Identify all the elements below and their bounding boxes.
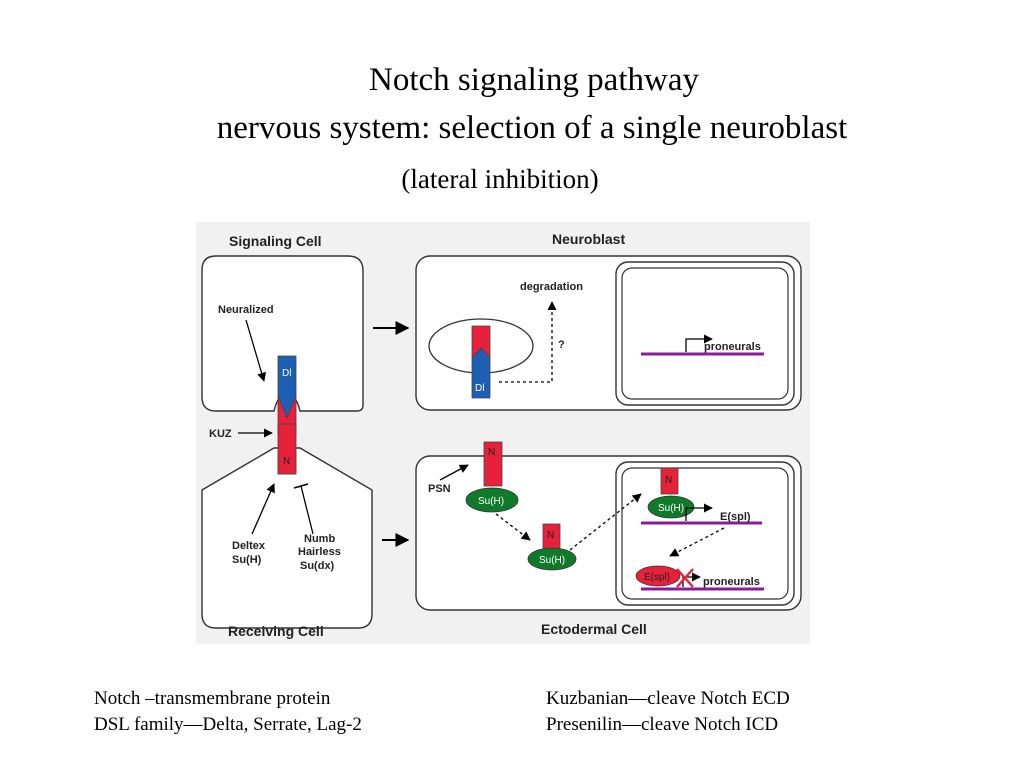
inhibition-bar: [293, 483, 309, 489]
ectodermal-nucleus-outer: [615, 461, 795, 606]
footnotes-left: Notch –transmembrane protein DSL family—…: [94, 686, 362, 738]
label-neuroblast: Neuroblast: [552, 231, 625, 247]
arrow-psn: [439, 464, 469, 481]
arrow-neuralized: [245, 319, 267, 382]
arrow-nicd-release: [495, 513, 531, 541]
label-suh-3: Su(H): [658, 503, 684, 514]
receiving-cell-shape: [201, 447, 373, 629]
label-neuralized: Neuralized: [218, 304, 274, 316]
title-line-3: (lateral inhibition): [401, 164, 599, 194]
suh-complex-3: [647, 495, 695, 519]
label-signaling-cell: Signaling Cell: [229, 233, 322, 249]
label-psn: PSN: [428, 483, 451, 495]
label-n: N: [283, 456, 290, 467]
label-sudx: Su(dx): [300, 560, 335, 572]
footnote-presenilin: Presenilin—cleave Notch ICD: [546, 714, 779, 735]
label-suh-1: Su(H): [478, 496, 504, 507]
label-question: ?: [558, 339, 565, 351]
label-ectodermal-cell: Ectodermal Cell: [541, 621, 647, 637]
promoter-arrow-espl: [685, 503, 713, 521]
delta-ligand: [277, 355, 297, 420]
promoter-arrow-active: [685, 334, 713, 352]
suh-complex-2: [527, 547, 577, 571]
label-n-2: N: [547, 530, 554, 541]
label-n-1: N: [488, 447, 495, 458]
title-line-2: nervous system: selection of a single ne…: [216, 110, 848, 146]
inhibition-line: [300, 485, 314, 535]
arrow-deltex: [251, 483, 275, 535]
neuroblast-cell: [415, 255, 802, 411]
label-suh-2: Su(H): [539, 555, 565, 566]
footnote-kuzbanian: Kuzbanian—cleave Notch ECD: [546, 688, 790, 709]
label-espl-protein: E(spl): [644, 572, 670, 583]
label-degradation: degradation: [520, 281, 583, 293]
footnote-notch: Notch –transmembrane protein: [94, 688, 331, 709]
label-dl-neuroblast: Dl: [475, 383, 484, 394]
neuroblast-nucleus-outer: [615, 261, 795, 406]
label-n-3: N: [665, 475, 672, 486]
nicd-nucleus: [660, 467, 679, 495]
label-espl-gene: E(spl): [720, 511, 751, 523]
suh-complex-1: [465, 487, 519, 513]
label-proneurals-repressed: proneurals: [703, 576, 760, 588]
espl-repressor: [635, 565, 681, 587]
ectodermal-nucleus-inner: [621, 467, 789, 600]
label-deltex: Deltex: [232, 540, 266, 552]
notch-pathway-diagram: Signaling Cell Receiving Cell Neuralized…: [196, 222, 810, 644]
label-numb: Numb: [304, 533, 335, 545]
notch-membrane: [483, 441, 503, 487]
label-proneurals-active: proneurals: [704, 341, 761, 353]
delta-endocytosed: [471, 347, 491, 399]
arrow-espl-repression: [669, 527, 725, 557]
notch-body: [277, 423, 297, 475]
footnote-dsl: DSL family—Delta, Serrate, Lag-2: [94, 714, 362, 735]
label-suh-left: Su(H): [232, 554, 262, 566]
label-dl: Dl: [282, 368, 291, 379]
neuroblast-nucleus-inner: [621, 267, 789, 400]
title-line-1: Notch signaling pathway: [369, 62, 699, 98]
label-kuz: KUZ: [209, 428, 232, 440]
footnotes-right: Kuzbanian—cleave Notch ECD Presenilin—cl…: [546, 686, 790, 738]
label-receiving-cell: Receiving Cell: [228, 623, 324, 639]
label-hairless: Hairless: [298, 546, 341, 558]
repression-cross-b: [676, 568, 694, 588]
